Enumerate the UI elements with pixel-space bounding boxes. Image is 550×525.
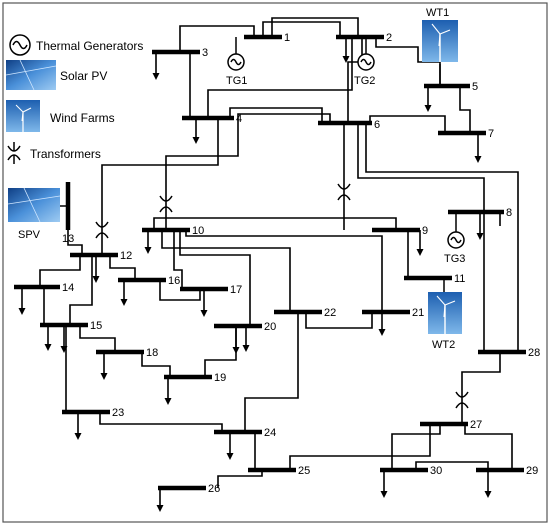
- transformer-4-12: [95, 221, 109, 239]
- bus-label-14: 14: [62, 282, 74, 294]
- transmission-lines: [39, 17, 519, 488]
- bus-label-18: 18: [146, 347, 158, 359]
- load-arrow-icon: [380, 491, 388, 498]
- transformer-6-9: [337, 183, 351, 201]
- legend: Thermal Generators Solar PV Wind Farms T…: [5, 34, 143, 164]
- bus-label-23: 23: [112, 407, 124, 419]
- load-arrow-icon: [60, 346, 68, 353]
- tg2-label: TG2: [354, 75, 375, 87]
- bus-label-10: 10: [192, 225, 204, 237]
- load-arrow-icon: [192, 137, 200, 144]
- load-arrow-icon: [74, 433, 82, 440]
- bus-label-28: 28: [528, 347, 540, 359]
- load-arrow-icon: [156, 505, 164, 512]
- legend-thermal-label: Thermal Generators: [36, 39, 143, 53]
- load-arrow-icon: [44, 344, 52, 351]
- load-arrows: [18, 37, 492, 512]
- load-arrow-icon: [92, 276, 100, 283]
- bus-label-25: 25: [298, 465, 310, 477]
- bus-label-2: 2: [386, 32, 392, 44]
- legend-solar-label: Solar PV: [60, 69, 107, 83]
- bus-label-7: 7: [488, 128, 494, 140]
- bus-label-26: 26: [208, 483, 220, 495]
- bus-label-15: 15: [90, 320, 102, 332]
- bus-label-24: 24: [264, 427, 276, 439]
- load-arrow-icon: [200, 310, 208, 317]
- load-arrow-icon: [424, 105, 432, 112]
- wt1-label: WT1: [426, 7, 449, 19]
- load-arrow-icon: [484, 491, 492, 498]
- bus-label-30: 30: [430, 465, 442, 477]
- thermal-generator-tg3: [447, 212, 465, 249]
- load-arrow-icon: [164, 398, 172, 405]
- bus-label-9: 9: [422, 225, 428, 237]
- bus-label-11: 11: [454, 273, 465, 285]
- load-arrow-icon: [100, 373, 108, 380]
- load-arrow-icon: [476, 233, 484, 240]
- load-arrow-icon: [152, 73, 160, 80]
- spv-label: SPV: [18, 229, 41, 241]
- transformer-27-28: [455, 391, 469, 409]
- bus-label-29: 29: [526, 465, 538, 477]
- load-arrow-icon: [144, 247, 152, 254]
- wind-farm-wt2: [428, 278, 462, 334]
- bus-label-19: 19: [214, 372, 226, 384]
- load-arrow-icon: [226, 453, 234, 460]
- wind-farm-wt1: [422, 20, 458, 86]
- solar-panel-icon: [8, 188, 60, 222]
- legend-wind-label: Wind Farms: [50, 111, 115, 125]
- thermal-generator-legend-icon: [9, 34, 31, 56]
- load-arrow-icon: [378, 329, 386, 336]
- bus-labels: 1 2 3 4 5 6 7 8 9 10 11 12 13 14 15 16 1…: [62, 32, 540, 495]
- bus-label-4: 4: [236, 113, 242, 125]
- bus-label-3: 3: [202, 47, 208, 59]
- load-arrow-icon: [120, 299, 128, 306]
- transformer-legend-icon: [7, 142, 21, 164]
- solar-pv-spv: [7, 187, 68, 223]
- bus-label-12: 12: [120, 250, 132, 262]
- bus-label-13: 13: [62, 233, 74, 245]
- load-arrow-icon: [242, 345, 250, 352]
- thermal-generator-tg1: [227, 37, 245, 71]
- thermal-generator-tg2: [357, 37, 375, 71]
- bus-label-5: 5: [472, 81, 478, 93]
- load-arrow-icon: [474, 156, 482, 163]
- bus-label-27: 27: [470, 419, 482, 431]
- solar-pv-legend-icon: [5, 59, 57, 91]
- load-arrow-icon: [342, 56, 350, 63]
- bus-label-1: 1: [284, 32, 290, 44]
- transformer-6-10: [159, 195, 173, 213]
- bus-label-8: 8: [506, 207, 512, 219]
- bus-label-22: 22: [324, 307, 336, 319]
- bus-label-21: 21: [412, 307, 424, 319]
- load-arrow-icon: [18, 308, 26, 315]
- bus-label-20: 20: [264, 321, 276, 333]
- tg3-label: TG3: [444, 253, 465, 265]
- load-arrow-icon: [232, 347, 240, 354]
- tg1-label: TG1: [226, 75, 247, 87]
- bus-label-16: 16: [168, 275, 180, 287]
- bus-label-17: 17: [230, 284, 242, 296]
- legend-transformer-label: Transformers: [30, 147, 101, 161]
- load-arrow-icon: [416, 249, 424, 256]
- wt2-label: WT2: [432, 339, 455, 351]
- bus-label-6: 6: [374, 119, 380, 131]
- wind-farm-legend-icon: [6, 100, 40, 132]
